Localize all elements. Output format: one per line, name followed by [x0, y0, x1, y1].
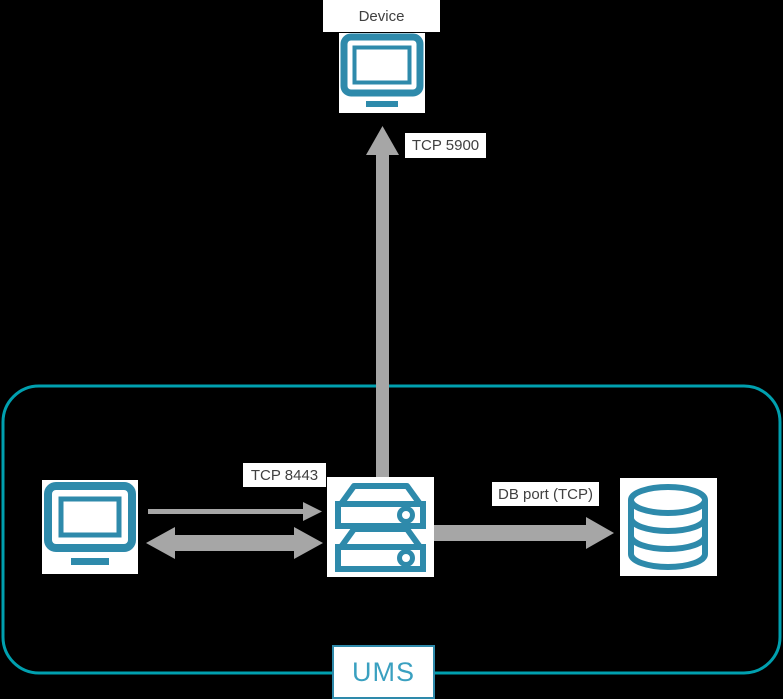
connection-label-db-port: DB port (TCP)	[492, 482, 599, 506]
monitor-icon-device	[339, 33, 425, 113]
ums-group-label: UMS	[332, 645, 435, 699]
connection-label-tcp-8443: TCP 8443	[243, 463, 326, 487]
arrow-client-to-server-bidirectional	[146, 527, 323, 559]
monitor-icon-client	[42, 480, 138, 574]
device-label: Device	[323, 0, 440, 32]
arrow-server-to-database	[430, 517, 614, 549]
server-icon	[327, 477, 434, 577]
connection-label-tcp-5900: TCP 5900	[405, 133, 486, 158]
arrow-client-to-server-thin	[148, 502, 322, 521]
arrow-server-to-device	[366, 126, 399, 477]
database-icon	[620, 478, 717, 576]
